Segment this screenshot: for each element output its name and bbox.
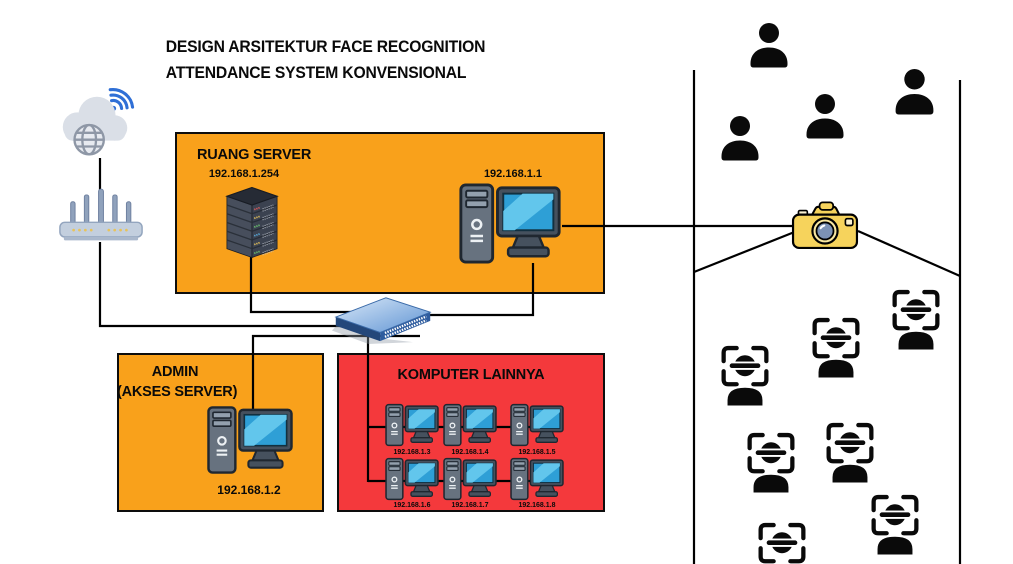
- other-pc-icon-3: [509, 403, 565, 447]
- title-line-1: DESIGN ARSITEKTUR FACE RECOGNITION: [165, 38, 486, 56]
- admin-label: ADMIN (AKSES SERVER): [117, 362, 238, 402]
- admin-pc-ip: 192.168.1.2: [217, 483, 281, 497]
- other-pc-ip-5: 192.168.1.7: [451, 502, 489, 509]
- internet-cloud-icon: [52, 84, 140, 167]
- person-icon: [891, 68, 938, 115]
- camera-fov-right: [857, 229, 961, 278]
- admin-pc-icon: [205, 405, 295, 475]
- wire-serverpc-switch: [420, 263, 535, 317]
- face-scan-person-icon: [824, 420, 876, 484]
- diagram-title: DESIGN ARSITEKTUR FACE RECOGNITION ATTEN…: [166, 34, 575, 86]
- face-scan-person-icon: [810, 315, 862, 379]
- admin-label-line-2: (AKSES SERVER): [117, 384, 238, 400]
- server-pc-icon: [457, 182, 563, 265]
- server-pc-ip: 192.168.1.1: [483, 168, 543, 180]
- other-pc-icon-1: [384, 403, 440, 447]
- other-pc-icon-2: [442, 403, 498, 447]
- other-pc-ip-4: 192.168.1.6: [393, 502, 431, 509]
- camera-fov-left: [693, 229, 798, 274]
- network-switch-icon: [330, 290, 436, 346]
- person-icon: [802, 93, 848, 139]
- face-scan-person-icon: [745, 430, 797, 494]
- other-pc-icon-6: [509, 457, 565, 501]
- other-computers-label: KOMPUTER LAINNYA: [397, 367, 545, 383]
- person-icon: [717, 115, 763, 161]
- server-room-label: RUANG SERVER: [197, 147, 312, 163]
- router-icon: [56, 186, 146, 243]
- other-pc-ip-1: 192.168.1.3: [393, 449, 431, 456]
- face-scan-person-icon: [719, 343, 771, 407]
- camera-icon: [791, 201, 859, 250]
- other-pc-icon-5: [442, 457, 498, 501]
- wire-rack-switch: [249, 256, 368, 314]
- person-icon: [746, 22, 792, 68]
- face-scan-person-icon: [890, 287, 942, 351]
- face-scan-person-icon: [756, 520, 808, 564]
- face-scan-person-icon: [869, 492, 921, 556]
- server-rack-icon: [223, 186, 281, 259]
- other-pc-ip-6: 192.168.1.8: [518, 502, 556, 509]
- title-line-2: ATTENDANCE SYSTEM KONVENSIONAL: [165, 64, 467, 82]
- other-pc-icon-4: [384, 457, 440, 501]
- other-pc-ip-2: 192.168.1.4: [451, 449, 489, 456]
- wire-router-switch: [98, 242, 370, 328]
- server-rack-ip: 192.168.1.254: [208, 168, 280, 180]
- other-pc-ip-3: 192.168.1.5: [518, 449, 556, 456]
- admin-label-line-1: ADMIN: [151, 364, 199, 380]
